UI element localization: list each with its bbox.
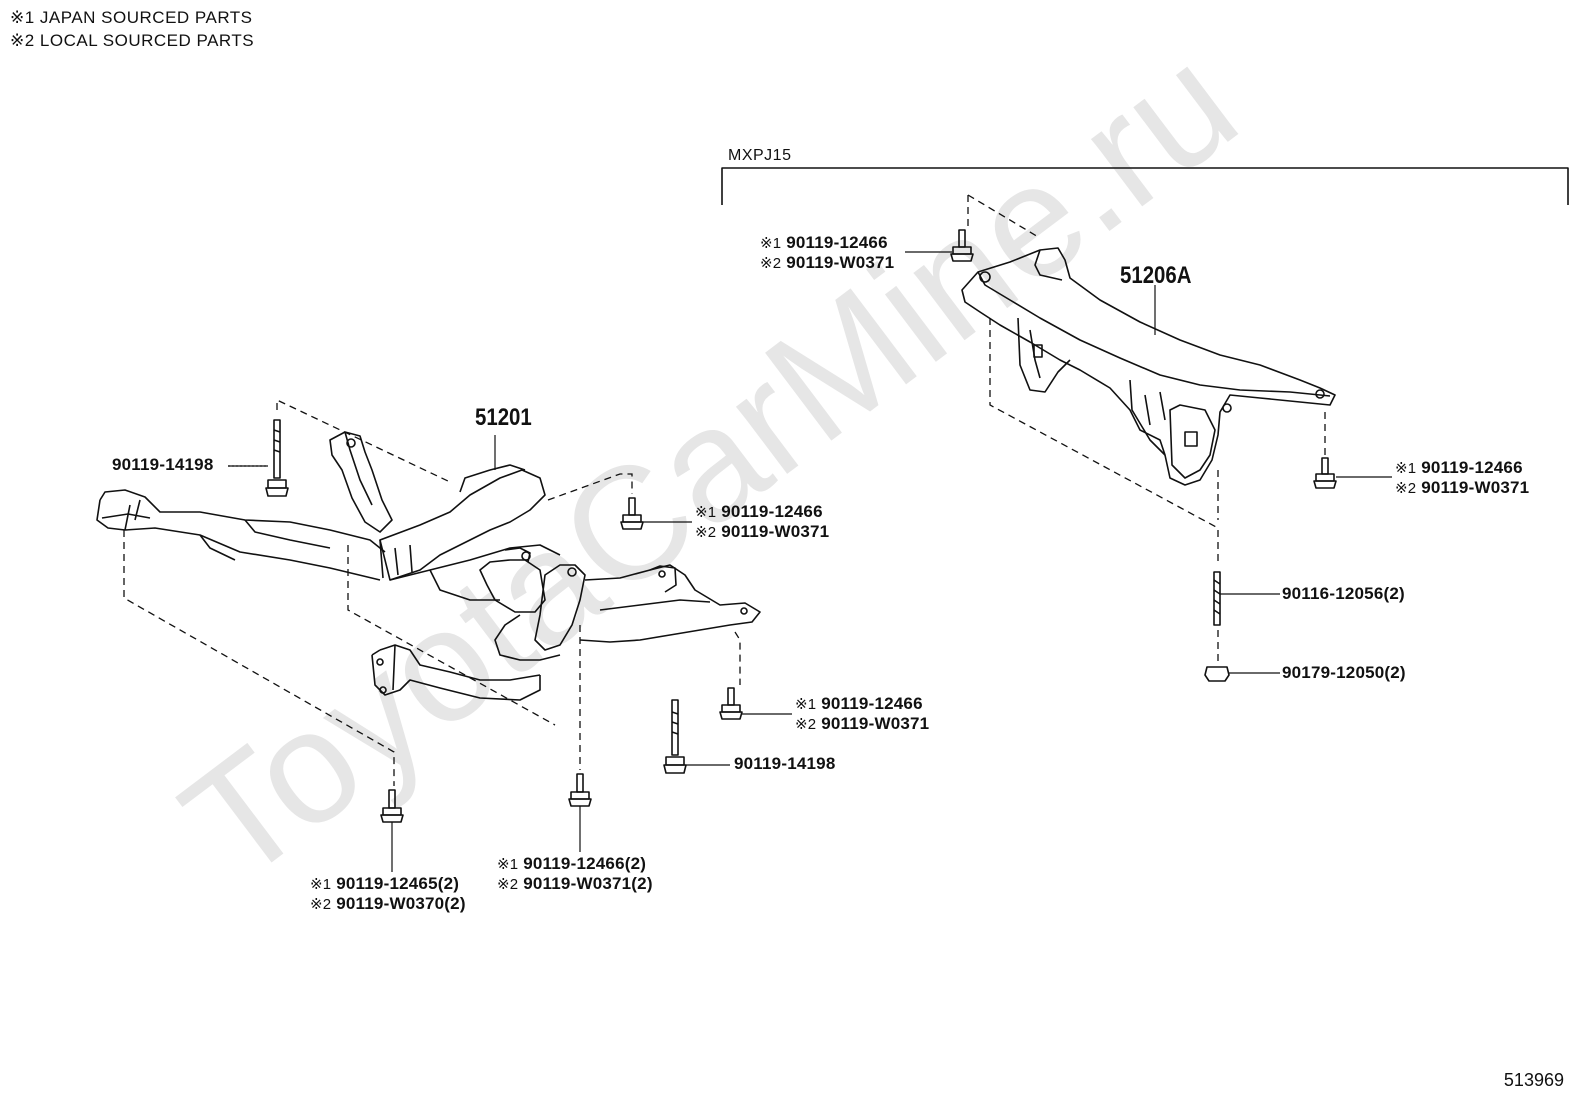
- rear-upper-left-local-code: ※2 90119-W0371: [760, 253, 894, 273]
- part-code: 90119-12465(2): [336, 874, 460, 893]
- front-lower-right-japan-code: ※1 90119-12466: [795, 694, 923, 714]
- front-upper-right-local-code: ※2 90119-W0371: [695, 522, 829, 542]
- mark-local: ※2: [497, 876, 519, 893]
- part-code: 90119-12466: [821, 694, 923, 713]
- part-code: 90119-12466: [786, 233, 888, 252]
- mark-local: ※2: [795, 716, 817, 733]
- part-code: 90119-12466: [1421, 458, 1523, 477]
- note-local-sourced: ※2 LOCAL SOURCED PARTS: [10, 31, 255, 50]
- mark-japan: ※1: [695, 504, 717, 521]
- mark-japan: ※1: [310, 876, 332, 893]
- stud-drawing: [1213, 571, 1221, 626]
- front-bottom-center-japan-code: ※1 90119-12466(2): [497, 854, 646, 874]
- stud-label: 90116-12056(2): [1282, 584, 1405, 603]
- bolt-left-bottom-drawing: [663, 699, 687, 774]
- front-lower-right-local-code: ※2 90119-W0371: [795, 714, 929, 734]
- mark-local: ※2: [760, 255, 782, 272]
- bolt-bottom-center-drawing: [568, 773, 592, 807]
- rear-member-part-number: 51206A: [1120, 262, 1192, 289]
- bolt-left-bottom-label: 90119-14198: [734, 754, 836, 773]
- part-code: 90119-W0370(2): [336, 894, 466, 913]
- rear-member-drawing: [961, 247, 1336, 486]
- bolt-left-top-label: 90119-14198: [112, 455, 214, 474]
- front-upper-right-japan-code: ※1 90119-12466: [695, 502, 823, 522]
- nut-drawing: [1204, 666, 1230, 682]
- mark-japan: ※1: [795, 696, 817, 713]
- mark-japan: ※1: [497, 856, 519, 873]
- bolt-rear-upper-left-drawing: [950, 229, 974, 262]
- mark-japan: ※1: [760, 235, 782, 252]
- figure-number: 513969: [1503, 1070, 1564, 1090]
- part-code: 90119-W0371: [1421, 478, 1530, 497]
- front-member-drawing: [96, 431, 761, 701]
- nut-label: 90179-12050(2): [1282, 663, 1406, 682]
- front-bottom-left-japan-code: ※1 90119-12465(2): [310, 874, 459, 894]
- mark-local: ※2: [695, 524, 717, 541]
- part-code: 90119-W0371: [721, 522, 830, 541]
- front-member-part-number: 51201: [475, 404, 532, 431]
- note-japan-sourced: ※1 JAPAN SOURCED PARTS: [10, 8, 253, 27]
- front-bottom-left-local-code: ※2 90119-W0370(2): [310, 894, 466, 914]
- front-bottom-center-local-code: ※2 90119-W0371(2): [497, 874, 653, 894]
- part-code: 90119-W0371: [821, 714, 930, 733]
- part-code: 90119-12466: [721, 502, 823, 521]
- mark-local: ※2: [1395, 480, 1417, 497]
- bolt-front-lower-right-drawing: [719, 687, 743, 720]
- mark-japan: ※1: [1395, 460, 1417, 477]
- part-code: 90119-W0371(2): [523, 874, 653, 893]
- model-bracket-line: [721, 167, 1569, 205]
- model-bracket-label: MXPJ15: [728, 147, 792, 164]
- part-code: 90119-W0371: [786, 253, 895, 272]
- rear-right-japan-code: ※1 90119-12466: [1395, 458, 1523, 478]
- part-code: 90119-12466(2): [523, 854, 647, 873]
- rear-right-local-code: ※2 90119-W0371: [1395, 478, 1529, 498]
- bolt-rear-right-drawing: [1313, 457, 1337, 489]
- bolt-bottom-left-drawing: [380, 789, 404, 823]
- bolt-front-upper-right-drawing: [620, 497, 644, 530]
- bolt-left-top-drawing: [265, 419, 289, 497]
- mark-local: ※2: [310, 896, 332, 913]
- rear-upper-left-japan-code: ※1 90119-12466: [760, 233, 888, 253]
